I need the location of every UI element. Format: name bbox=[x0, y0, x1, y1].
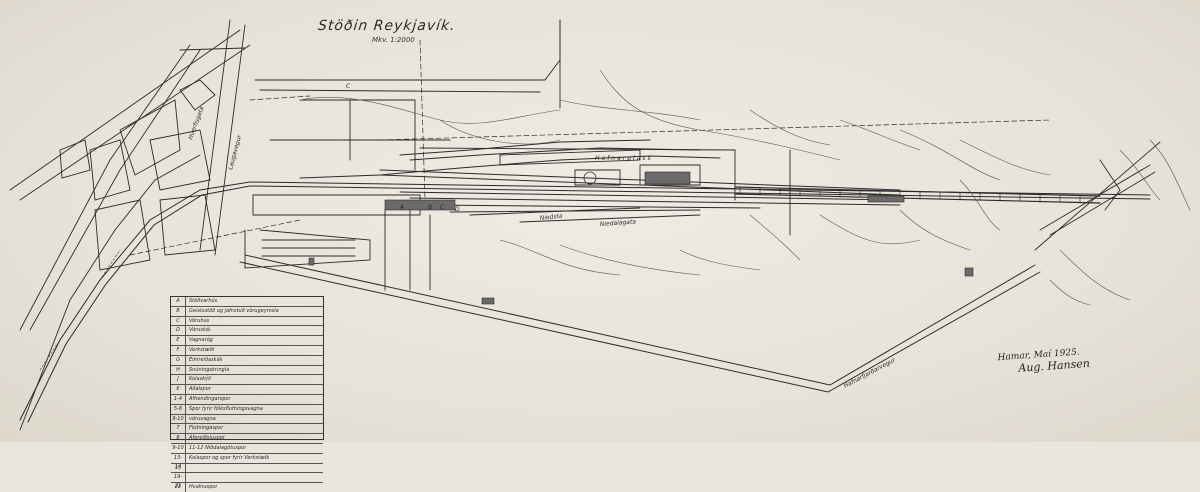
legend-key: G bbox=[171, 355, 186, 365]
label-c-marker: C bbox=[346, 83, 351, 90]
label-track-a: A bbox=[399, 204, 404, 211]
contour-lines bbox=[299, 69, 1191, 306]
legend-description: Vöruhús bbox=[189, 317, 210, 324]
label-laugavegur: Laugavegur bbox=[227, 134, 243, 171]
track-extension bbox=[734, 186, 1101, 204]
label-track-d: D bbox=[455, 206, 460, 213]
legend-row: 15 bbox=[171, 463, 323, 474]
legend-description: Stöðvarhús bbox=[189, 298, 218, 304]
west-tracks bbox=[19, 181, 251, 423]
legend-key: 22 bbox=[171, 483, 186, 492]
label-track-b: B bbox=[428, 204, 432, 211]
map-title: Stöðin Reykjavík. bbox=[317, 18, 457, 34]
turntable bbox=[583, 171, 597, 185]
legend-key: 9-10 bbox=[171, 443, 186, 453]
label-hverfisgata: Hverfisgata bbox=[187, 105, 206, 140]
legend-description bbox=[186, 464, 189, 473]
station-plan-drawing: Hafnarfjarðarvegur Laugavegur Hverfisgat… bbox=[9, 19, 1191, 431]
legend-description: Kolaspor og spor fyrir Verkstæði bbox=[189, 454, 270, 461]
legend-key: H bbox=[171, 365, 186, 375]
legend-description: Eimreiðaskáli bbox=[189, 356, 223, 363]
legend-key: C bbox=[171, 316, 186, 326]
label-niedalagata: Niedalagata bbox=[600, 218, 637, 228]
legend-description: vöruvagna bbox=[189, 415, 216, 422]
legend-key: B bbox=[171, 306, 186, 316]
legend-key: 19-21 bbox=[171, 473, 186, 489]
legend-key: E bbox=[171, 336, 186, 345]
legend-description: Hvalnuspor bbox=[189, 484, 218, 491]
legend-key: 5-8 bbox=[171, 404, 186, 414]
legend-key: 8 bbox=[171, 434, 186, 443]
label-niedsta: Niedsta bbox=[539, 213, 563, 222]
legend-key: K bbox=[171, 385, 186, 394]
legend-key: 7 bbox=[171, 424, 186, 434]
legend-description bbox=[186, 473, 189, 482]
legend-key: D bbox=[171, 326, 186, 336]
label-hafnarplass: Hafnarplass bbox=[595, 155, 653, 162]
property-boundary bbox=[129, 39, 1051, 256]
legend-row: 19-21 bbox=[171, 473, 323, 489]
legend-key: A bbox=[171, 297, 186, 306]
legend-key: 15 bbox=[171, 463, 186, 473]
legend-description: 11-12 Niðdalagötuspor bbox=[189, 444, 247, 451]
station-buildings bbox=[308, 171, 974, 305]
legend-description: Snúningskringla bbox=[189, 366, 230, 373]
legend-description: Verkstæði bbox=[189, 346, 215, 353]
hafnarfjardarvegur-road bbox=[239, 254, 1041, 393]
legend-description: Aðalspor bbox=[189, 386, 211, 393]
legend-key: F bbox=[171, 345, 186, 355]
legend-description: Spor fyrir fólksflutningsvagna bbox=[189, 405, 263, 412]
legend-key: 1-4 bbox=[171, 394, 186, 404]
map-scale: Mkv. 1:2000 bbox=[372, 36, 415, 44]
yard-outlines bbox=[244, 147, 791, 291]
right-roads bbox=[1034, 141, 1161, 251]
legend-description: Vöruskál bbox=[189, 327, 211, 334]
legend-description: Vagnaróg bbox=[189, 337, 213, 344]
legend-key: J bbox=[171, 375, 186, 385]
legend-key: 9-10 bbox=[171, 414, 186, 424]
legend-key: 13-14 bbox=[171, 453, 186, 470]
label-track-c: C bbox=[440, 204, 445, 211]
legend-description: Flutningaspor bbox=[189, 425, 224, 432]
legend-description: Afhendingarspor bbox=[189, 395, 231, 402]
legend-description: Afgreiðsluspor bbox=[189, 435, 225, 442]
legend-description: Kolaskýli bbox=[189, 376, 211, 383]
city-street-grid bbox=[9, 19, 251, 431]
upper-roads bbox=[179, 19, 561, 171]
legend-description: Geislustöð og jafnstuð vörugeymsla bbox=[189, 307, 279, 314]
